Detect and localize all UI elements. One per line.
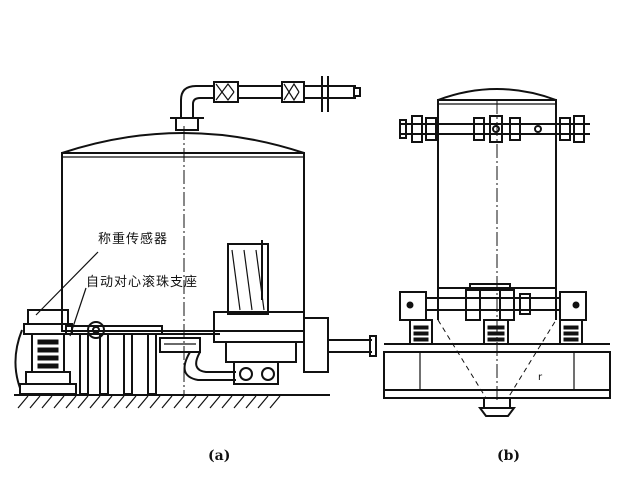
support-column-left [14, 309, 77, 395]
view-b: r [383, 88, 611, 417]
svg-text:r: r [538, 372, 543, 383]
caption-b: (b) [497, 448, 521, 464]
tank-dome-a [61, 132, 305, 154]
middle-pipe-b [399, 283, 587, 321]
load-cells-b [409, 319, 583, 345]
feeder-assembly-a [183, 240, 377, 385]
tank-dome-b [437, 88, 557, 101]
tank-body-a [61, 152, 305, 332]
top-pipe-b [399, 115, 590, 143]
ground-hatching-a [14, 394, 330, 409]
caption-a: (a) [208, 448, 231, 464]
base-girder-b: r [383, 343, 611, 399]
load-cell-label: 称重传感器 [98, 232, 169, 247]
view-a [14, 76, 377, 409]
base-frame-a [65, 321, 220, 395]
ball-support-label: 自动对心滚珠支座 [86, 275, 199, 290]
top-pipe-a [170, 76, 361, 131]
